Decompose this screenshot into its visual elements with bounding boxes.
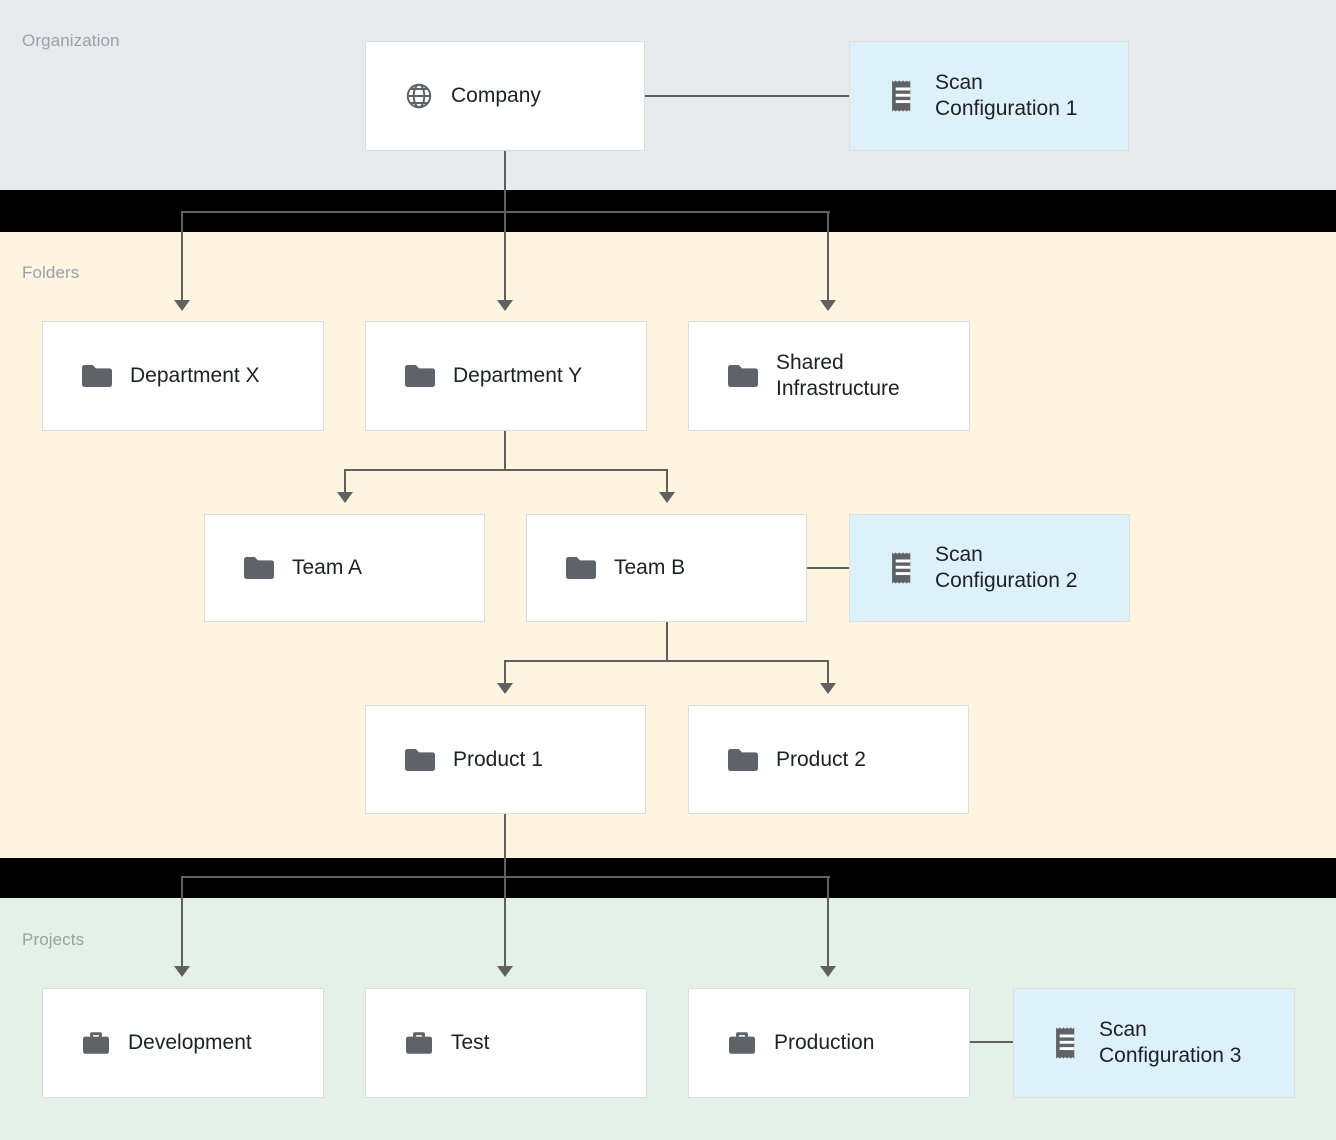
node-scan-config-1[interactable]: Scan Configuration 1 bbox=[849, 41, 1129, 151]
edge-company-to-department-x bbox=[181, 211, 183, 301]
node-test-label: Test bbox=[451, 1031, 490, 1055]
arrowhead-department-x bbox=[174, 300, 190, 311]
edge-company-to-scan-config-1 bbox=[645, 95, 849, 97]
receipt-icon bbox=[888, 79, 918, 113]
node-production[interactable]: Production bbox=[688, 988, 970, 1098]
folder-icon bbox=[81, 363, 113, 389]
node-team-b[interactable]: Team B bbox=[526, 514, 807, 622]
edge-company-to-shared-infra bbox=[827, 211, 829, 301]
globe-icon bbox=[404, 81, 434, 111]
node-scan-config-3[interactable]: Scan Configuration 3 bbox=[1013, 988, 1295, 1098]
node-shared-infrastructure-label: Shared Infrastructure bbox=[776, 351, 900, 400]
node-product-1[interactable]: Product 1 bbox=[365, 705, 646, 814]
receipt-icon bbox=[1052, 1026, 1082, 1060]
node-team-a[interactable]: Team A bbox=[204, 514, 485, 622]
edge-product-1-to-development bbox=[181, 876, 183, 967]
arrowhead-development bbox=[174, 966, 190, 977]
node-company-label: Company bbox=[451, 84, 541, 108]
arrowhead-shared-infrastructure bbox=[820, 300, 836, 311]
section-label-organization: Organization bbox=[22, 31, 120, 50]
folder-icon bbox=[727, 747, 759, 773]
node-scan-config-3-label: Scan Configuration 3 bbox=[1099, 1018, 1242, 1067]
node-development-label: Development bbox=[128, 1031, 252, 1055]
node-team-b-label: Team B bbox=[614, 556, 686, 580]
edge-company-stem bbox=[504, 150, 506, 212]
folder-icon bbox=[565, 555, 597, 581]
edge-department-y-bus bbox=[344, 469, 668, 471]
briefcase-icon bbox=[727, 1029, 757, 1057]
briefcase-icon bbox=[404, 1029, 434, 1057]
edge-department-y-to-team-b bbox=[666, 469, 668, 493]
arrowhead-product-1 bbox=[497, 683, 513, 694]
receipt-icon bbox=[888, 551, 918, 585]
node-development[interactable]: Development bbox=[42, 988, 324, 1098]
arrowhead-production bbox=[820, 966, 836, 977]
node-department-x[interactable]: Department X bbox=[42, 321, 324, 431]
node-department-y[interactable]: Department Y bbox=[365, 321, 647, 431]
arrowhead-department-y bbox=[497, 300, 513, 311]
edge-product-1-to-production bbox=[827, 876, 829, 967]
node-product-2[interactable]: Product 2 bbox=[688, 705, 969, 814]
folder-icon bbox=[404, 747, 436, 773]
node-product-1-label: Product 1 bbox=[453, 747, 543, 771]
folder-icon bbox=[404, 363, 436, 389]
node-test[interactable]: Test bbox=[365, 988, 647, 1098]
section-label-folders: Folders bbox=[22, 263, 80, 282]
folder-icon bbox=[727, 363, 759, 389]
edge-team-b-to-product-2 bbox=[827, 660, 829, 684]
edge-department-y-to-team-a bbox=[344, 469, 346, 493]
edge-production-to-scan-config-3 bbox=[969, 1041, 1013, 1043]
node-product-2-label: Product 2 bbox=[776, 747, 866, 771]
node-company[interactable]: Company bbox=[365, 41, 645, 151]
node-production-label: Production bbox=[774, 1031, 875, 1055]
edge-company-to-department-y bbox=[504, 211, 506, 301]
edge-team-b-to-scan-config-2 bbox=[807, 567, 849, 569]
node-department-y-label: Department Y bbox=[453, 364, 583, 388]
folder-icon bbox=[243, 555, 275, 581]
node-department-x-label: Department X bbox=[130, 364, 260, 388]
edge-team-b-to-product-1 bbox=[504, 660, 506, 684]
node-shared-infrastructure[interactable]: Shared Infrastructure bbox=[688, 321, 970, 431]
node-scan-config-2[interactable]: Scan Configuration 2 bbox=[849, 514, 1130, 622]
edge-product-1-stem bbox=[504, 814, 506, 877]
arrowhead-product-2 bbox=[820, 683, 836, 694]
edge-product-1-to-test bbox=[504, 876, 506, 967]
node-scan-config-1-label: Scan Configuration 1 bbox=[935, 71, 1078, 120]
edge-team-b-bus bbox=[504, 660, 828, 662]
arrowhead-team-b bbox=[659, 492, 675, 503]
arrowhead-test bbox=[497, 966, 513, 977]
node-team-a-label: Team A bbox=[292, 556, 363, 580]
edge-department-y-stem bbox=[504, 431, 506, 471]
arrowhead-team-a bbox=[337, 492, 353, 503]
node-scan-config-2-label: Scan Configuration 2 bbox=[935, 543, 1078, 592]
briefcase-icon bbox=[81, 1029, 111, 1057]
edge-team-b-stem bbox=[666, 622, 668, 662]
section-label-projects: Projects bbox=[22, 930, 85, 949]
